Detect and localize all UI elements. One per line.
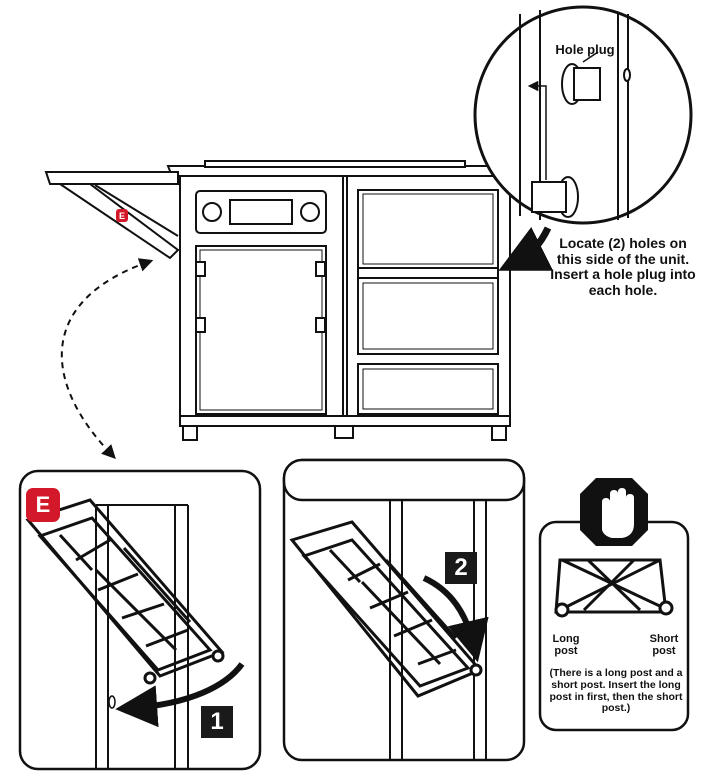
step-2-badge: 2: [445, 552, 477, 584]
dashed-swing-arrow: [60, 258, 154, 460]
hole-plug-label: Hole plug: [555, 42, 615, 57]
short-post-label: Short post: [649, 633, 679, 658]
panel-step-2: [282, 458, 526, 762]
posts-note: (There is a long post and a short post. …: [549, 667, 683, 715]
hole-plug-instruction: Locate (2) holes on this side of the uni…: [550, 235, 696, 299]
panel-step-1: [18, 469, 262, 771]
side-shelf: [44, 171, 180, 260]
hand-stop-icon: [580, 478, 648, 546]
long-post-label: Long post: [552, 633, 580, 658]
part-e-badge-small: E: [116, 209, 128, 222]
cabinet-unit: [166, 160, 512, 441]
step-1-badge: 1: [201, 706, 233, 738]
hole-plug-callout: [473, 5, 693, 225]
panel-posts-detail: [538, 478, 690, 732]
part-e-badge: E: [26, 488, 60, 522]
